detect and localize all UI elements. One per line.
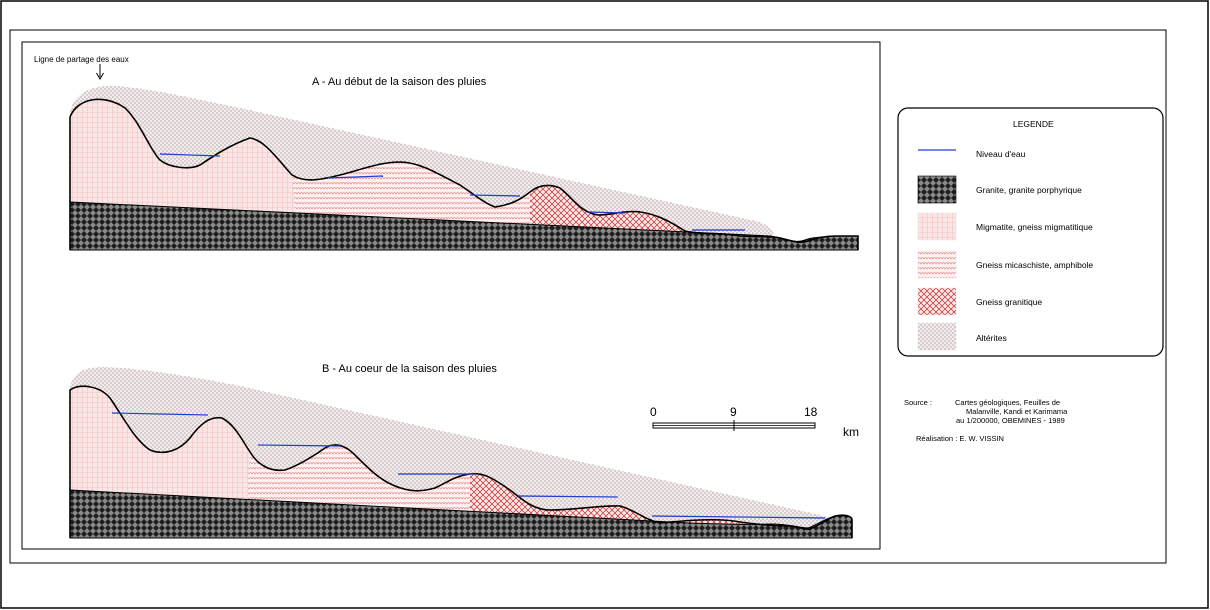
divide-arrow <box>96 64 104 80</box>
legend-item-alterites: Altérites <box>917 322 1007 351</box>
legend-label: Granite, granite porphyrique <box>976 185 1082 195</box>
legend-title: LEGENDE <box>1013 119 1054 129</box>
source-line: Malanville, Kandi et Karimama <box>966 407 1068 416</box>
scale-unit: km <box>843 425 859 439</box>
legend-item-water: Niveau d'eau <box>918 149 1026 159</box>
legend-label: Migmatite, gneiss migmatitique <box>976 222 1093 232</box>
legend-box <box>897 107 1164 357</box>
map-frame <box>9 29 1167 564</box>
migmatite-zone-b <box>70 386 250 505</box>
divide-label: Ligne de partage des eaux <box>34 55 129 64</box>
migmatite-swatch <box>917 212 957 241</box>
legend-item-migmatite: Migmatite, gneiss migmatitique <box>917 212 1093 241</box>
micaschist-zone-b <box>246 444 472 520</box>
source-prefix: Source : <box>904 398 932 407</box>
micaschist-swatch <box>917 250 957 279</box>
figure-frame <box>21 41 881 550</box>
profile-a-title: A - Au début de la saison des pluies <box>312 76 487 88</box>
scale-bar: 0 9 18 km <box>650 405 859 439</box>
credit-line: Réalisation : E. W. VISSIN <box>916 434 1004 443</box>
granite-swatch <box>917 175 957 204</box>
water-levels-b <box>111 412 826 519</box>
legend-item-micaschist: Gneiss micaschiste, amphibole <box>917 250 1093 279</box>
granitic-gneiss-zone-b <box>470 473 760 528</box>
water-levels-a <box>159 153 745 231</box>
migmatite-zone-a <box>70 99 296 212</box>
scale-tick-label: 9 <box>730 405 737 419</box>
legend-label: Gneiss micaschiste, amphibole <box>976 260 1093 270</box>
scale-tick-label: 0 <box>650 405 657 419</box>
alterites-swatch <box>917 322 957 351</box>
profile-b-title: B - Au coeur de la saison des pluies <box>322 363 497 375</box>
legend-label: Niveau d'eau <box>976 149 1026 159</box>
legend: LEGENDE Niveau d'eau Granite, granite po… <box>897 107 1164 357</box>
scale-tick-label: 18 <box>804 405 818 419</box>
source-line: Cartes géologiques, Feuilles de <box>955 398 1060 407</box>
legend-label: Altérites <box>976 333 1007 343</box>
granitic-gneiss-swatch <box>917 287 957 316</box>
source-note: Source : Cartes géologiques, Feuilles de… <box>904 398 1068 443</box>
source-line: au 1/200000, OBEMINES - 1989 <box>956 416 1065 425</box>
profile-b: B - Au coeur de la saison des pluies <box>69 363 853 539</box>
legend-item-granite: Granite, granite porphyrique <box>917 175 1082 204</box>
profile-a: Ligne de partage des eaux A - Au début d… <box>34 55 859 251</box>
terrain-outline-b <box>69 385 853 538</box>
legend-item-granitic-gneiss: Gneiss granitique <box>917 287 1042 316</box>
terrain-outline-a <box>69 98 859 250</box>
legend-label: Gneiss granitique <box>976 297 1042 307</box>
